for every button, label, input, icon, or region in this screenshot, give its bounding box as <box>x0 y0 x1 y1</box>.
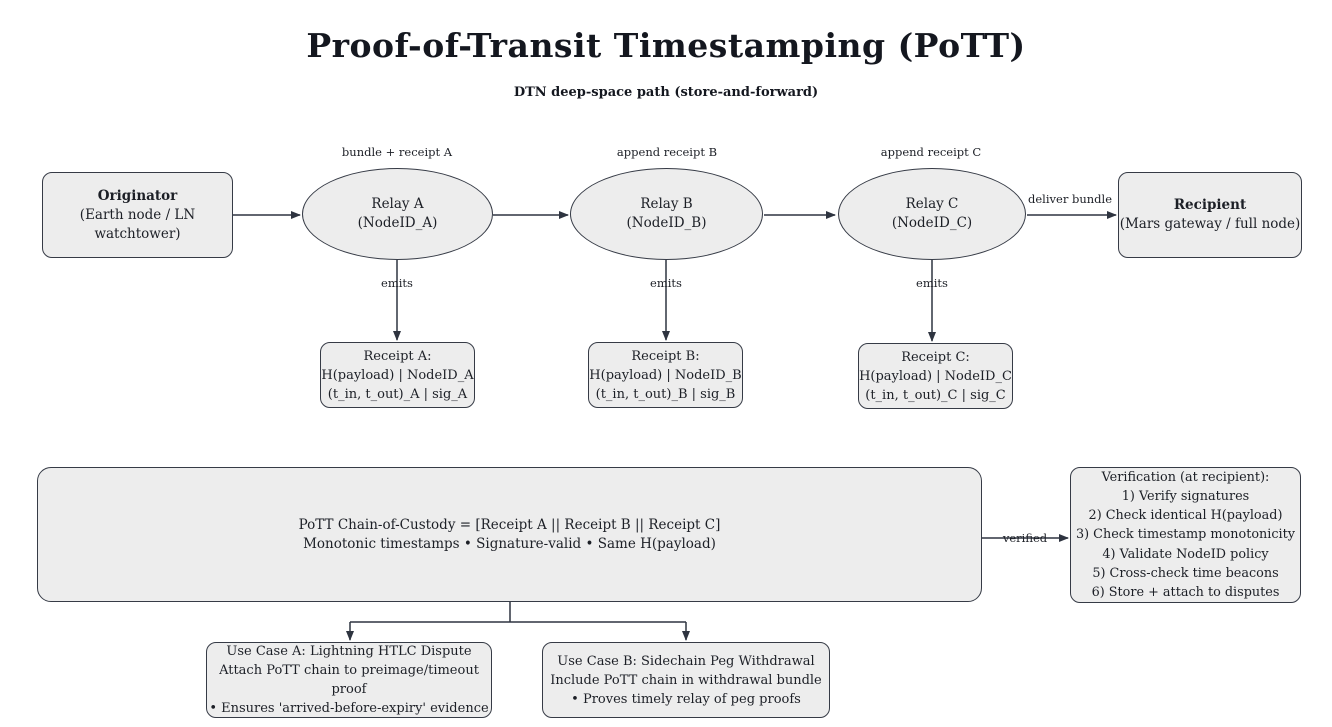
relay-b-node: Relay B (NodeID_B) <box>570 168 763 260</box>
edge-label-bundle-receipt-a: bundle + receipt A <box>341 145 453 159</box>
verification-step-6: 6) Store + attach to disputes <box>1091 585 1280 601</box>
custody-line1: PoTT Chain-of-Custody = [Receipt A || Re… <box>298 516 721 533</box>
verification-step-2: 2) Check identical H(payload) <box>1088 508 1283 524</box>
receipt-b-sig: (t_in, t_out)_B | sig_B <box>595 386 736 402</box>
receipt-a-node: Receipt A: H(payload) | NodeID_A (t_in, … <box>320 342 475 408</box>
recipient-name: Recipient <box>1173 197 1247 213</box>
edge-label-emits-b: emits <box>650 276 682 290</box>
verification-step-1: 1) Verify signatures <box>1121 489 1250 504</box>
custody-line2: Monotonic timestamps • Signature-valid •… <box>303 535 716 552</box>
edge-label-emits-c: emits <box>916 276 948 290</box>
custody-node: PoTT Chain-of-Custody = [Receipt A || Re… <box>37 467 982 602</box>
verification-node: Verification (at recipient): 1) Verify s… <box>1070 467 1301 603</box>
originator-node: Originator (Earth node / LN watchtower) <box>42 172 233 258</box>
use-case-a-desc: Attach PoTT chain to preimage/timeout pr… <box>219 663 479 697</box>
verification-title: Verification (at recipient): <box>1101 469 1270 485</box>
receipt-c-hash: H(payload) | NodeID_C <box>859 368 1012 384</box>
receipt-a-title: Receipt A: <box>363 348 432 364</box>
verification-step-5: 5) Cross-check time beacons <box>1092 565 1279 581</box>
use-case-a-title: Use Case A: Lightning HTLC Dispute <box>226 644 472 659</box>
recipient-node: Recipient (Mars gateway / full node) <box>1118 172 1302 258</box>
use-case-b-node: Use Case B: Sidechain Peg Withdrawal Inc… <box>542 642 830 718</box>
receipt-b-hash: H(payload) | NodeID_B <box>589 367 742 383</box>
relay-a-name: Relay A <box>371 196 424 212</box>
use-case-b-desc: Include PoTT chain in withdrawal bundle <box>550 672 822 688</box>
verification-step-3: 3) Check timestamp monotonicity <box>1075 527 1296 543</box>
use-case-a-bullet: • Ensures 'arrived-before-expiry' eviden… <box>209 701 489 716</box>
originator-name: Originator <box>97 187 178 204</box>
edge-label-deliver-bundle: deliver bundle <box>1028 192 1112 206</box>
relay-c-node: Relay C (NodeID_C) <box>838 168 1026 260</box>
relay-b-id: (NodeID_B) <box>626 215 707 231</box>
edge-label-append-receipt-b: append receipt B <box>616 145 718 159</box>
page-title: Proof-of-Transit Timestamping (PoTT) <box>306 26 1026 65</box>
receipt-b-node: Receipt B: H(payload) | NodeID_B (t_in, … <box>588 342 743 408</box>
use-case-b-bullet: • Proves timely relay of peg proofs <box>571 691 801 707</box>
relay-c-name: Relay C <box>905 196 959 212</box>
receipt-a-hash: H(payload) | NodeID_A <box>321 367 474 383</box>
receipt-b-title: Receipt B: <box>631 348 700 364</box>
relay-b-name: Relay B <box>640 196 693 212</box>
edge-custody-branch <box>350 602 686 623</box>
relay-c-id: (NodeID_C) <box>891 215 973 231</box>
originator-desc: (Earth node / LN watchtower) <box>79 206 196 242</box>
receipt-c-node: Receipt C: H(payload) | NodeID_C (t_in, … <box>858 343 1013 409</box>
edge-label-append-receipt-c: append receipt C <box>880 145 982 159</box>
edge-label-verified: verified <box>1002 531 1048 545</box>
page-subtitle: DTN deep-space path (store-and-forward) <box>513 85 819 100</box>
verification-step-4: 4) Validate NodeID policy <box>1102 546 1269 562</box>
receipt-c-sig: (t_in, t_out)_C | sig_C <box>865 387 1006 403</box>
relay-a-node: Relay A (NodeID_A) <box>302 168 493 260</box>
receipt-a-sig: (t_in, t_out)_A | sig_A <box>327 386 468 402</box>
edge-label-emits-a: emits <box>381 276 413 290</box>
use-case-b-title: Use Case B: Sidechain Peg Withdrawal <box>557 653 815 669</box>
use-case-a-node: Use Case A: Lightning HTLC Dispute Attac… <box>206 642 492 718</box>
relay-a-id: (NodeID_A) <box>357 215 438 231</box>
recipient-desc: (Mars gateway / full node) <box>1119 216 1301 232</box>
receipt-c-title: Receipt C: <box>901 349 970 365</box>
